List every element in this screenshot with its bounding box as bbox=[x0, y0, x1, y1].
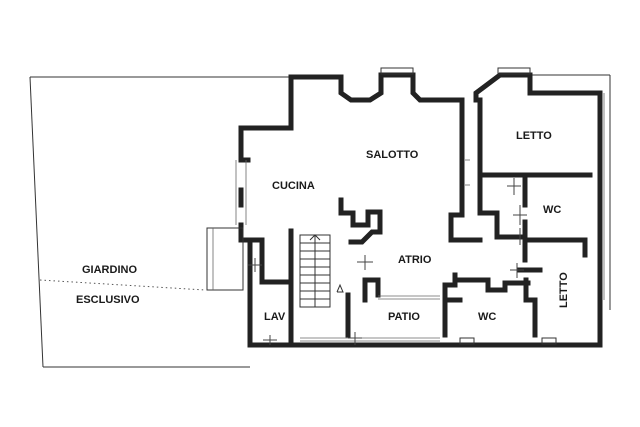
room-label-salotto: SALOTTO bbox=[366, 149, 419, 161]
room-label-letto-right: LETTO bbox=[558, 272, 570, 308]
windows bbox=[206, 67, 605, 345]
garden-label-line1: GIARDINO bbox=[82, 264, 137, 276]
room-label-wc-bottom: WC bbox=[478, 311, 496, 323]
room-label-patio: PATIO bbox=[388, 311, 420, 323]
exterior-walls bbox=[238, 72, 603, 348]
room-label-lav: LAV bbox=[264, 311, 286, 323]
room-label-letto-top: LETTO bbox=[516, 130, 552, 142]
garden-boundary bbox=[29, 74, 611, 368]
room-label-wc-right: WC bbox=[543, 204, 561, 216]
door-marks bbox=[248, 178, 527, 345]
room-label-atrio: ATRIO bbox=[398, 254, 432, 266]
staircase bbox=[299, 234, 344, 308]
room-label-cucina: CUCINA bbox=[272, 180, 315, 192]
interior-walls bbox=[259, 175, 588, 348]
garden-label-line2: ESCLUSIVO bbox=[76, 294, 140, 306]
